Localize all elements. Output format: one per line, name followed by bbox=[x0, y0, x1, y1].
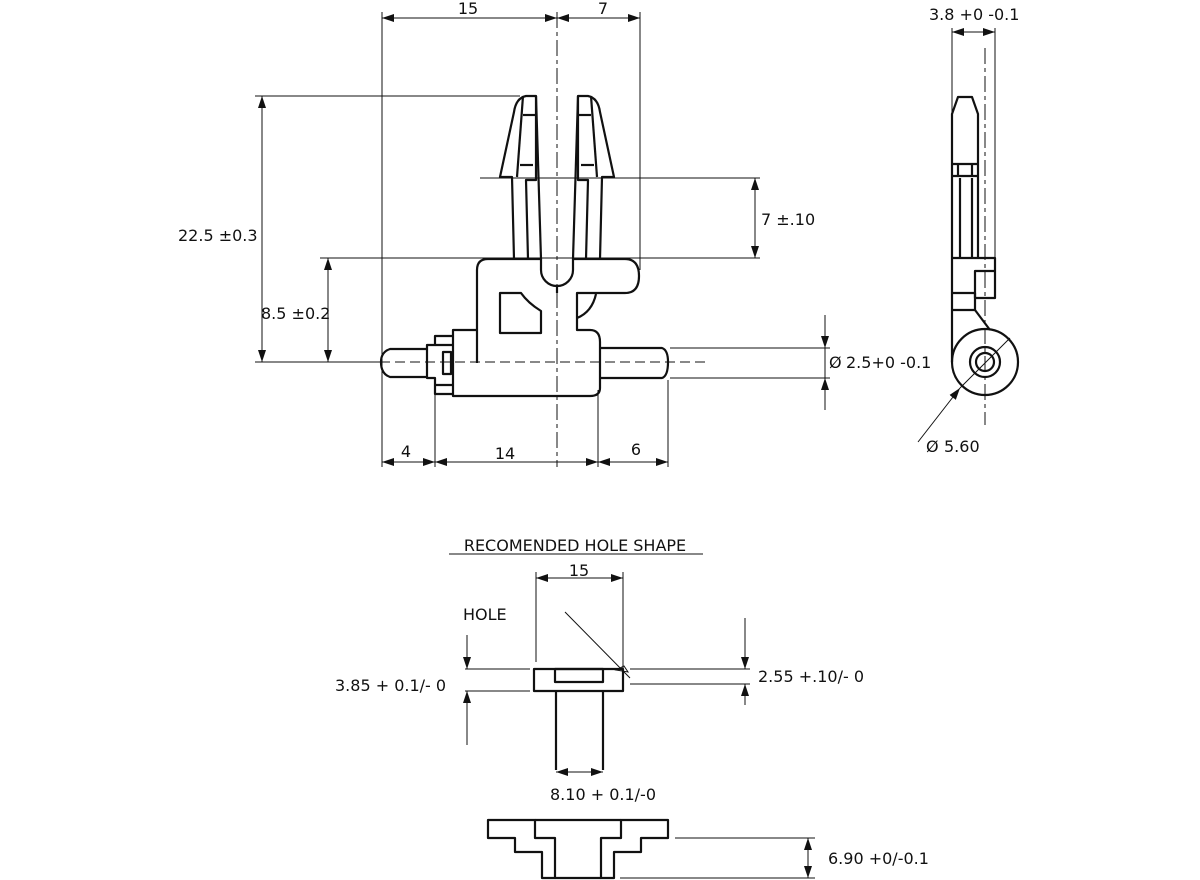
hole-section: RECOMENDED HOLE SHAPE HOLE 15 3.85 + 0.1… bbox=[335, 536, 929, 880]
clip-part-outline bbox=[379, 94, 670, 398]
dim-stem-width: 8.10 + 0.1/-0 bbox=[550, 785, 656, 804]
front-view: 15 7 22.5 ±0.3 8.5 ±0.2 7 ±.10 Ø 2.5+0 -… bbox=[178, 0, 931, 467]
dim-head-height: 7 ±.10 bbox=[761, 210, 815, 229]
dim-diameter: 5.60 bbox=[944, 437, 980, 456]
diameter-symbol-side: Ø bbox=[926, 437, 939, 456]
dim-bottom-left: 4 bbox=[401, 442, 411, 461]
extension-lines bbox=[255, 12, 830, 467]
dim-left-height: 3.85 + 0.1/- 0 bbox=[335, 676, 446, 695]
dim-top-left: 15 bbox=[458, 0, 478, 18]
dim-thickness: 3.8 +0 -0.1 bbox=[929, 5, 1019, 24]
dim-panel-thickness: 6.90 +0/-0.1 bbox=[828, 849, 929, 868]
diameter-symbol: Ø bbox=[829, 353, 842, 372]
dim-right-height: 2.55 +.10/- 0 bbox=[758, 667, 864, 686]
panel-cross-section bbox=[486, 818, 670, 880]
dim-hole-width: 15 bbox=[569, 561, 589, 580]
dim-base-height: 8.5 ±0.2 bbox=[261, 304, 330, 323]
dim-top-right: 7 bbox=[598, 0, 608, 18]
hole-label: HOLE bbox=[463, 605, 507, 624]
hole-section-title: RECOMENDED HOLE SHAPE bbox=[464, 536, 686, 555]
dim-bottom-mid: 14 bbox=[495, 444, 515, 463]
dim-overall-height: 22.5 ±0.3 bbox=[178, 226, 258, 245]
side-view: 3.8 +0 -0.1 Ø 5.60 bbox=[917, 5, 1019, 456]
dim-bottom-right: 6 bbox=[631, 440, 641, 459]
dim-pin-diameter: 2.5+0 -0.1 bbox=[846, 353, 931, 372]
dimension-lines bbox=[258, 14, 829, 466]
